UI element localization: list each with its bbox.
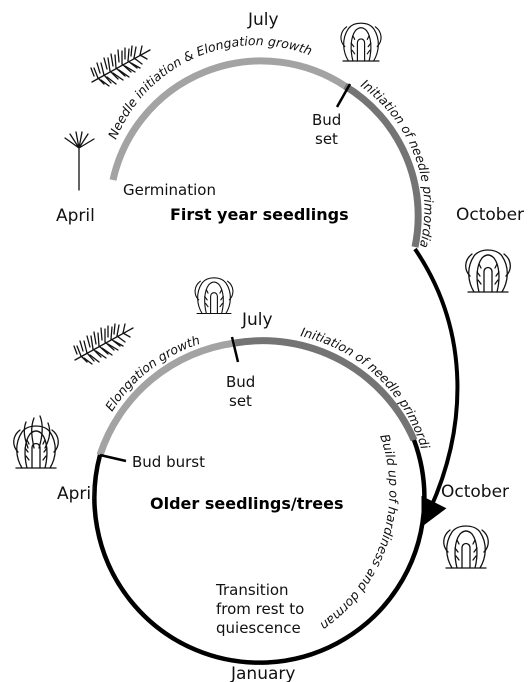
germination-label: Germination (123, 181, 216, 199)
older-title: Older seedlings/trees (150, 494, 343, 513)
older-seedlings-cycle: Elongation growth Initiation of needle p… (0, 0, 509, 682)
germinating-seedling-icon (65, 132, 94, 190)
older-arc-label-hardiness: Build up of hardiness and dormancy (0, 0, 401, 634)
bud-burst-label: Bud burst (132, 453, 205, 471)
first-year-october-bud-icon (466, 250, 511, 292)
older-month-july: July (241, 310, 273, 330)
first-year-bud-set-label-1: Bud (312, 111, 341, 129)
older-july-bud-icon (195, 278, 233, 314)
first-year-july-bud-icon (341, 23, 381, 61)
transition-label-3: quiescence (216, 619, 301, 637)
first-year-primordia-arc (345, 86, 418, 247)
older-month-january: January (230, 664, 295, 682)
first-year-bud-set-label-2: set (315, 130, 338, 148)
older-october-bud-icon (444, 526, 489, 568)
older-month-october: October (441, 482, 509, 502)
first-year-month-april: April (56, 206, 95, 226)
transition-label-2: from rest to (216, 600, 304, 618)
older-month-april: April (57, 484, 96, 504)
first-year-needle-shoot-icon (91, 46, 150, 86)
older-april-bud-burst-icon (14, 416, 59, 468)
first-year-month-july: July (247, 10, 279, 30)
transition-label-1: Transition (215, 581, 289, 599)
first-year-cycle: Needle initiation & Elongation growth In… (56, 10, 524, 522)
older-bud-set-label-1: Bud (226, 373, 255, 391)
older-needle-shoot-icon (74, 324, 133, 364)
first-year-title: First year seedlings (170, 205, 349, 224)
bud-burst-tick (100, 455, 126, 461)
first-year-month-october: October (456, 205, 524, 225)
older-bud-set-label-2: set (229, 392, 252, 410)
